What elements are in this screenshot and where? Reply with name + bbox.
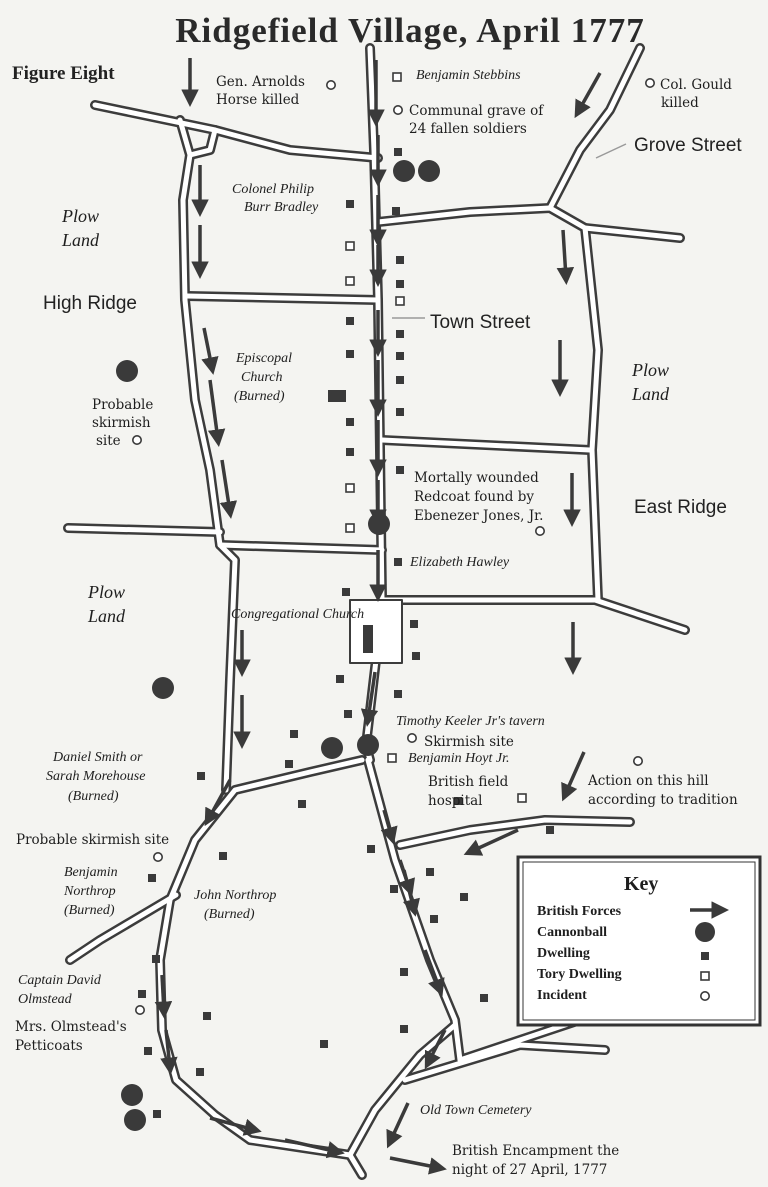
b-northrop-line3: (Burned) — [64, 903, 115, 918]
bradley-line1: Colonel Philip — [232, 182, 314, 197]
town-street-label: Town Street — [430, 312, 531, 333]
key-dwelling: Dwelling — [537, 946, 590, 961]
j-northrop-line1: John Northrop — [194, 888, 276, 903]
encampment-line1: British Encampment the — [452, 1143, 619, 1159]
congregational-label: Congregational Church — [231, 607, 364, 622]
plow-land-3-line2: Land — [87, 606, 126, 626]
map-title: Ridgefield Village, April 1777 — [175, 11, 644, 50]
key-british-forces: British Forces — [537, 904, 622, 919]
plow-land-1-line2: Land — [61, 230, 100, 250]
key-incident: Incident — [537, 988, 587, 1003]
british-force-arrows — [154, 58, 602, 1175]
encampment-line2: night of 27 April, 1777 — [452, 1162, 607, 1178]
redcoat-line2: Redcoat found by — [414, 489, 534, 505]
key-cannonball: Cannonball — [537, 925, 607, 940]
b-northrop-line1: Benjamin — [64, 865, 118, 880]
episcopal-line1: Episcopal — [235, 351, 292, 366]
grove-street-label: Grove Street — [634, 135, 742, 156]
j-northrop-line2: (Burned) — [204, 907, 255, 922]
roads — [63, 43, 690, 1180]
key-tory-dwelling-icon — [700, 971, 710, 981]
plow-land-1-line1: Plow — [61, 206, 99, 226]
plow-land-3-line1: Plow — [87, 582, 125, 602]
hawley-label: Elizabeth Hawley — [409, 555, 510, 570]
arnold-horse-line1: Gen. Arnolds — [216, 74, 305, 90]
action-hill-line2: according to tradition — [588, 792, 738, 808]
action-hill-line1: Action on this hill — [587, 773, 709, 789]
plow-land-2-line2: Land — [631, 384, 670, 404]
b-northrop-line2: Northrop — [63, 884, 116, 899]
key-heading: Key — [624, 873, 658, 895]
figure-label: Figure Eight — [12, 63, 115, 84]
episcopal-line2: Church — [241, 370, 282, 385]
petticoats-line1: Mrs. Olmstead's — [15, 1019, 127, 1035]
field-hospital-line2: hospital — [428, 793, 483, 809]
incident-markers — [132, 78, 655, 1015]
stebbins-label: Benjamin Stebbins — [416, 68, 521, 83]
probable-skirmish-line3: site — [96, 433, 121, 449]
communal-grave-line1: Communal grave of — [409, 103, 544, 119]
hoyt-label: Benjamin Hoyt Jr. — [408, 751, 509, 766]
redcoat-line1: Mortally wounded — [414, 470, 539, 486]
olmstead-line1: Captain David — [18, 973, 102, 988]
gould-line2: killed — [661, 95, 699, 111]
smith-line3: (Burned) — [68, 789, 119, 804]
key-tory-dwelling: Tory Dwelling — [537, 967, 622, 982]
probable-skirmish-line1: Probable — [92, 397, 153, 413]
key-cannonball-icon — [695, 922, 715, 942]
communal-grave-line2: 24 fallen soldiers — [409, 121, 527, 137]
map-key: Key British Forces Cannonball Dwelling T… — [516, 855, 762, 1027]
bradley-line2: Burr Bradley — [244, 200, 319, 215]
smith-line1: Daniel Smith or — [52, 750, 143, 765]
episcopal-line3: (Burned) — [234, 389, 285, 404]
grove-street-pointer — [595, 143, 627, 159]
redcoat-line3: Ebenezer Jones, Jr. — [414, 508, 543, 524]
skirmish-site-label: Skirmish site — [424, 734, 514, 750]
petticoats-line2: Petticoats — [15, 1038, 83, 1054]
probable-skirmish-line2: skirmish — [92, 415, 151, 431]
key-dwelling-icon — [701, 952, 709, 960]
cemetery-label: Old Town Cemetery — [420, 1103, 532, 1118]
arnold-horse-line2: Horse killed — [216, 92, 300, 108]
tory-dwellings — [345, 72, 527, 803]
probable-skirmish-2-label: Probable skirmish site — [16, 832, 169, 848]
smith-line2: Sarah Morehouse — [46, 769, 145, 784]
keeler-label: Timothy Keeler Jr's tavern — [396, 714, 545, 729]
gould-line1: Col. Gould — [660, 77, 732, 93]
east-ridge-label: East Ridge — [634, 497, 727, 518]
cannonballs — [116, 160, 440, 1131]
olmstead-line2: Olmstead — [18, 992, 73, 1007]
plow-land-2-line1: Plow — [631, 360, 669, 380]
dwellings — [138, 148, 554, 1118]
field-hospital-line1: British field — [428, 774, 509, 790]
key-incident-icon — [699, 990, 710, 1001]
high-ridge-label: High Ridge — [43, 293, 137, 314]
